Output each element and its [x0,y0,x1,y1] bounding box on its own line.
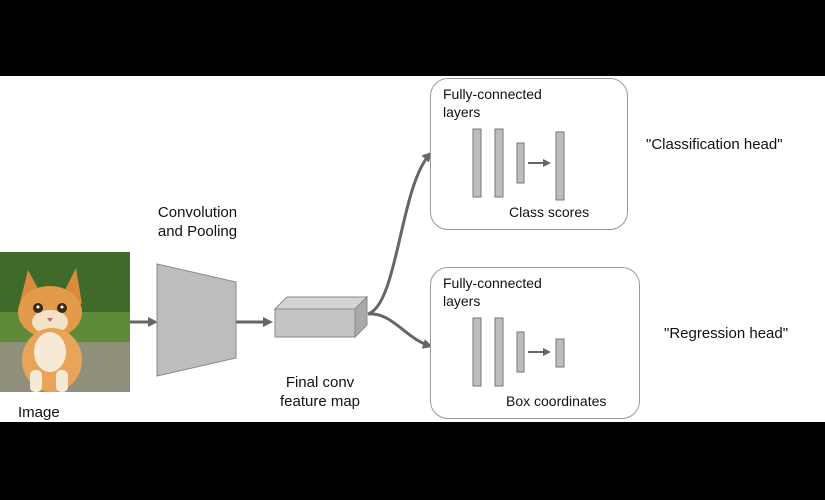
feature-map-block [273,295,369,339]
regression-fc-layers [472,317,565,387]
conv-pooling-block [156,263,237,377]
image-label: Image [18,404,60,421]
box-coordinates-label: Box coordinates [506,393,607,409]
regression-head-box: Fully-connected layers Box coordinates [430,267,640,419]
regression-fc-title: Fully-connected layers [443,275,542,309]
arrow-to-classification [367,151,433,316]
kitten-image [0,252,130,392]
classification-head-box: Fully-connected layers Class scores [430,78,628,230]
conv-pooling-label: Convolution and Pooling [157,204,238,240]
classification-fc-layers [472,128,565,201]
classification-head-label: "Classification head" [646,136,783,153]
flow-arrows [130,151,433,377]
arrow-to-regression [367,312,433,349]
classification-fc-title: Fully-connected layers [443,86,542,120]
regression-head-label: "Regression head" [664,325,789,342]
class-scores-label: Class scores [509,204,590,220]
feature-map-label: Final conv feature map [279,374,361,410]
diagram-canvas: Image Convolution and Pooling Final conv… [0,76,825,422]
